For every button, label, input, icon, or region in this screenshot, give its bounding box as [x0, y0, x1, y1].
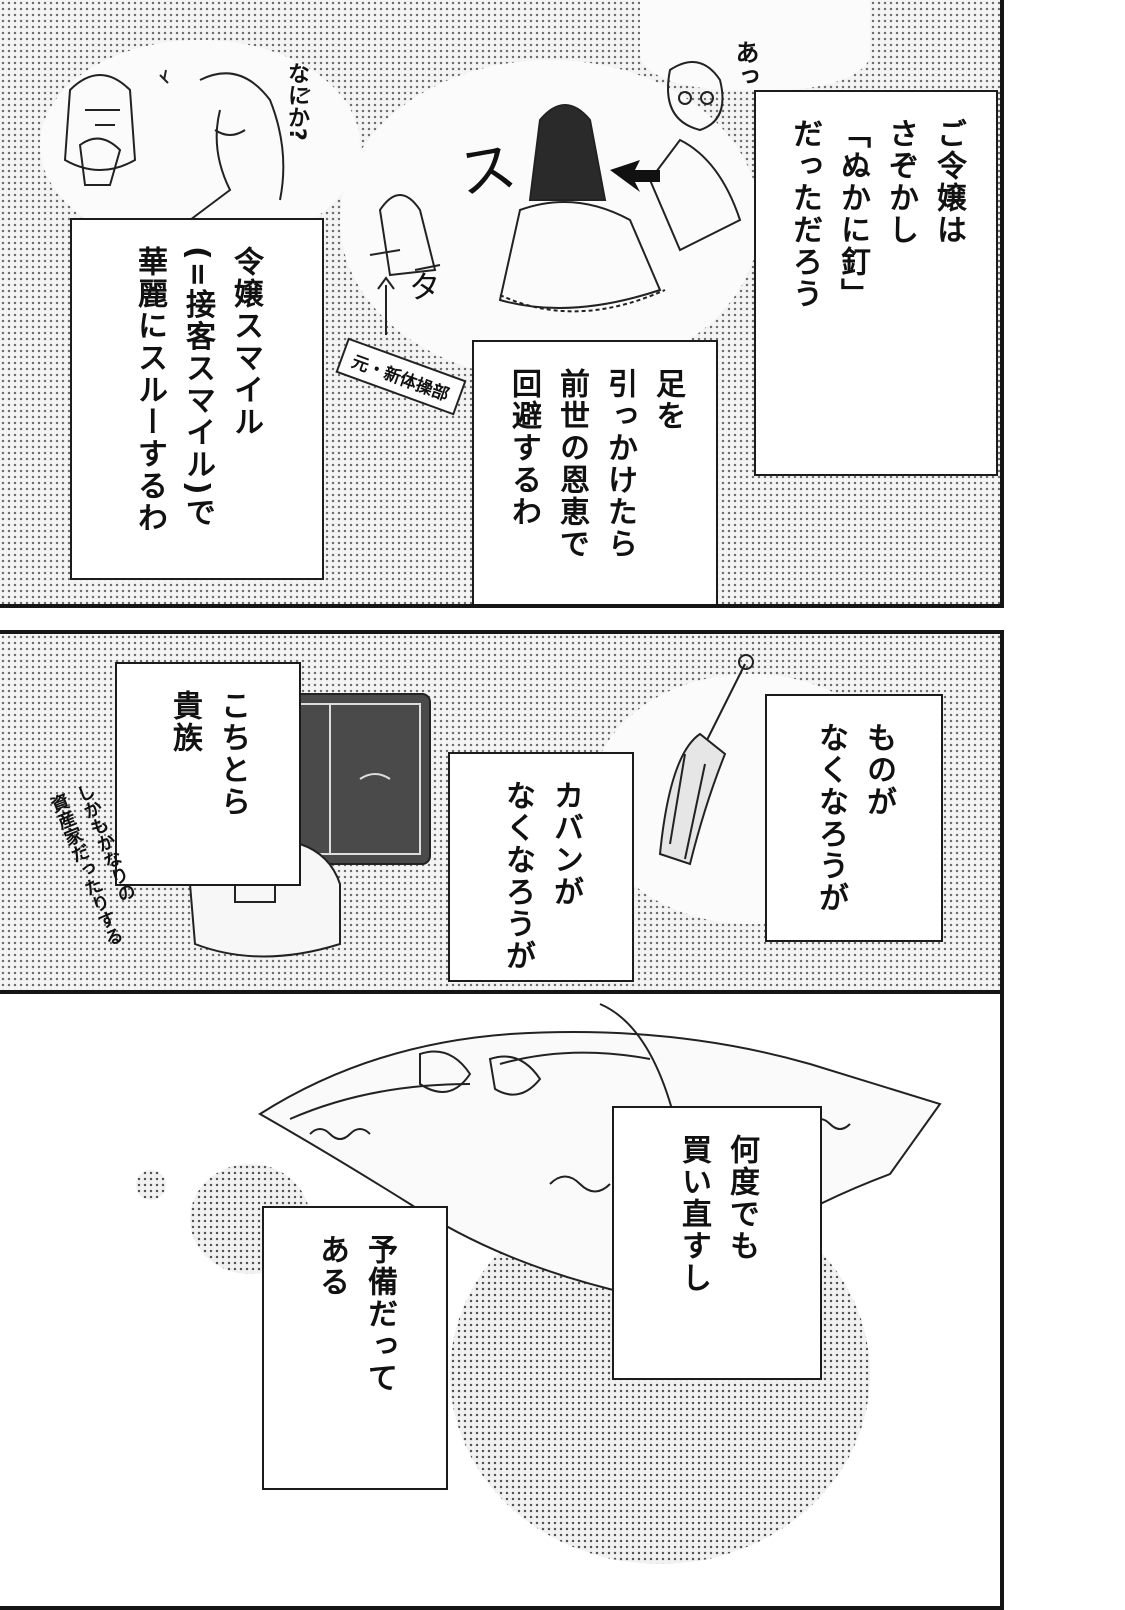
bottom-dot-circle-tiny — [136, 1170, 166, 1200]
caption-text: こちとら 貴族 — [167, 690, 250, 818]
nanika-sfx: なにか? — [284, 62, 309, 141]
caption-box-top-center: 足を 引っかけたら 前世の恩恵で 回避するわ — [472, 340, 718, 604]
caption-box-top-left: 令嬢スマイル (=接客スマイル)で 華麗にスルーするわ — [70, 218, 324, 580]
top-right-vignette — [640, 0, 870, 90]
caption-box-bottom-left: 予備だって ある — [262, 1206, 448, 1490]
bottom-panel: 何度でも 買い直すし 予備だって ある — [0, 990, 1004, 1610]
caption-box-top-right: ご令嬢は さぞかし 「ぬかに釘」 だっただろう — [754, 90, 998, 476]
caption-box-middle-left: こちとら 貴族 — [115, 662, 301, 886]
caption-text: ご令嬢は さぞかし 「ぬかに釘」 だっただろう — [787, 118, 966, 310]
caption-text: 何度でも 買い直すし — [676, 1134, 759, 1294]
caption-text: 足を 引っかけたら 前世の恩恵で 回避するわ — [506, 368, 685, 560]
top-panel: なにか? あっ ス タ 元・新体操部 ご令嬢は さぞかし 「ぬかに釘」 だっただ… — [0, 0, 1004, 608]
tripping-girls-illustration — [369, 61, 742, 313]
caption-box-middle-center: カバンが なくなろうが — [448, 752, 634, 982]
caption-text: 令嬢スマイル (=接客スマイル)で 華麗にスルーするわ — [132, 246, 263, 534]
parasol-illustration — [658, 654, 754, 866]
gossiping-ladies-illustration — [63, 69, 311, 221]
caption-text: ものが なくなろうが — [813, 722, 896, 914]
a-sfx: あっ — [731, 40, 759, 88]
pointer-arrow-line — [385, 285, 387, 335]
caption-box-middle-right: ものが なくなろうが — [765, 694, 943, 942]
caption-text: カバンが なくなろうが — [500, 780, 583, 972]
middle-panel: ものが なくなろうが カバンが なくなろうが こちとら 貴族 しかもかなりの 資… — [0, 630, 1004, 998]
caption-box-bottom-right: 何度でも 買い直すし — [612, 1106, 822, 1380]
pointer-arrowhead — [377, 276, 395, 290]
caption-text: 予備だって ある — [314, 1234, 397, 1394]
ta-sfx: タ — [404, 270, 442, 302]
